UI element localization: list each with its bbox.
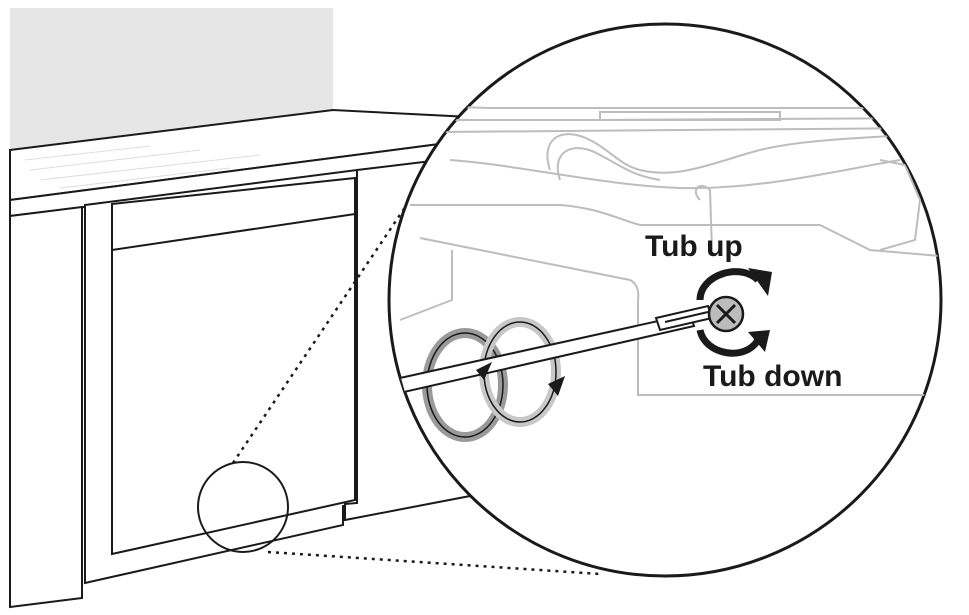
tub-up-label: Tub up [645,230,743,263]
zoom-detail-contents: Tub up Tub down [389,104,941,442]
ring-arrow-icon [548,376,565,396]
dishwasher-door [111,176,356,556]
zoom-target-circle [197,461,289,553]
screwdriver-icon [398,304,714,394]
left-cabinet [9,205,83,609]
rotate-clockwise-arrow-icon [696,268,772,301]
ring-arrow-icon [476,362,492,380]
dishwasher [84,168,358,585]
phillips-screw-icon [707,295,745,333]
zoom-leader-lines [231,199,601,576]
rotate-counterclockwise-arrow-icon [696,328,770,357]
tub-down-label: Tub down [703,360,842,393]
zoom-detail-circle [387,22,943,578]
